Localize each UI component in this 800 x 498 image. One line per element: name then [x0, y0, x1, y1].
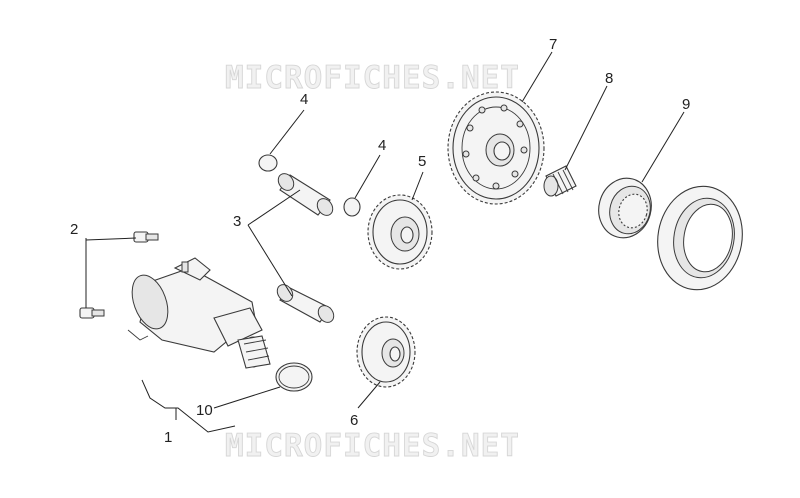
needle-bearing-8	[543, 165, 577, 197]
leader-9	[641, 111, 685, 183]
callout-2: 2	[70, 221, 78, 238]
callout-10: 10	[196, 402, 213, 419]
leader-5	[411, 171, 424, 201]
housing-ring	[657, 185, 743, 291]
leader-3-lower	[247, 224, 293, 297]
callout-4a: 4	[300, 91, 308, 108]
leader-2-upper	[85, 237, 137, 241]
pin-lower	[276, 284, 335, 323]
o-ring-upper-left	[258, 154, 278, 172]
callout-9: 9	[682, 96, 690, 113]
callout-5: 5	[418, 153, 426, 170]
callout-8: 8	[605, 70, 613, 87]
leader-4b	[354, 154, 381, 199]
callout-7: 7	[549, 36, 557, 53]
bolt-lower	[79, 307, 105, 319]
o-ring-middle	[343, 197, 361, 217]
pin-upper	[277, 173, 334, 216]
o-ring-10-inner	[278, 365, 310, 389]
gear-7	[447, 91, 545, 205]
gear-5	[367, 194, 433, 270]
callout-6: 6	[350, 412, 358, 429]
leader-7	[521, 51, 553, 103]
leader-1	[141, 379, 236, 433]
leader-3-upper	[247, 189, 301, 226]
callout-1: 1	[164, 429, 172, 446]
watermark-top: MICROFICHES.NET	[225, 60, 520, 96]
o-ring-10	[275, 362, 313, 392]
starter-motor	[127, 257, 271, 369]
gear-6	[356, 316, 416, 388]
leader-8	[564, 85, 608, 171]
leader-10	[213, 386, 281, 409]
freewheel-9	[598, 177, 652, 239]
callout-3: 3	[233, 213, 241, 230]
callout-4b: 4	[378, 137, 386, 154]
bolt-upper	[133, 231, 159, 243]
leader-6	[357, 381, 381, 409]
leader-4a	[269, 109, 305, 155]
watermark-bottom: MICROFICHES.NET	[225, 428, 520, 464]
